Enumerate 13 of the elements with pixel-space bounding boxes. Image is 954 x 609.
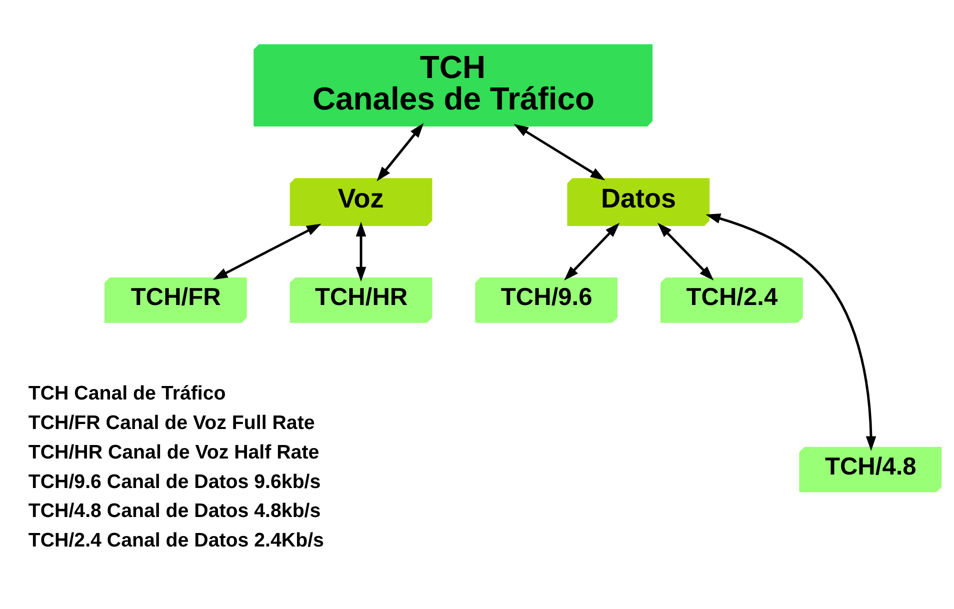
- label: TCH/2.4 Canal de Datos 2.4Kb/s: [28, 530, 324, 552]
- arrow: [514, 124, 606, 180]
- label: TCH/HR Canal de Voz Half Rate: [28, 441, 320, 464]
- arrow: [212, 224, 322, 280]
- arrow: [356, 222, 366, 282]
- arrow: [657, 222, 714, 281]
- arrow: [376, 123, 424, 182]
- arrow: [564, 222, 620, 281]
- label: TCH/9.6 Canal de Datos 9.6kb/s: [28, 470, 321, 493]
- label: TCH Canal de Tráfico: [28, 382, 226, 404]
- label: TCH/4.8 Canal de Datos 4.8kb/s: [28, 500, 321, 522]
- label: TCH/FR Canal de Voz Full Rate: [28, 412, 315, 434]
- arrow: [706, 213, 876, 451]
